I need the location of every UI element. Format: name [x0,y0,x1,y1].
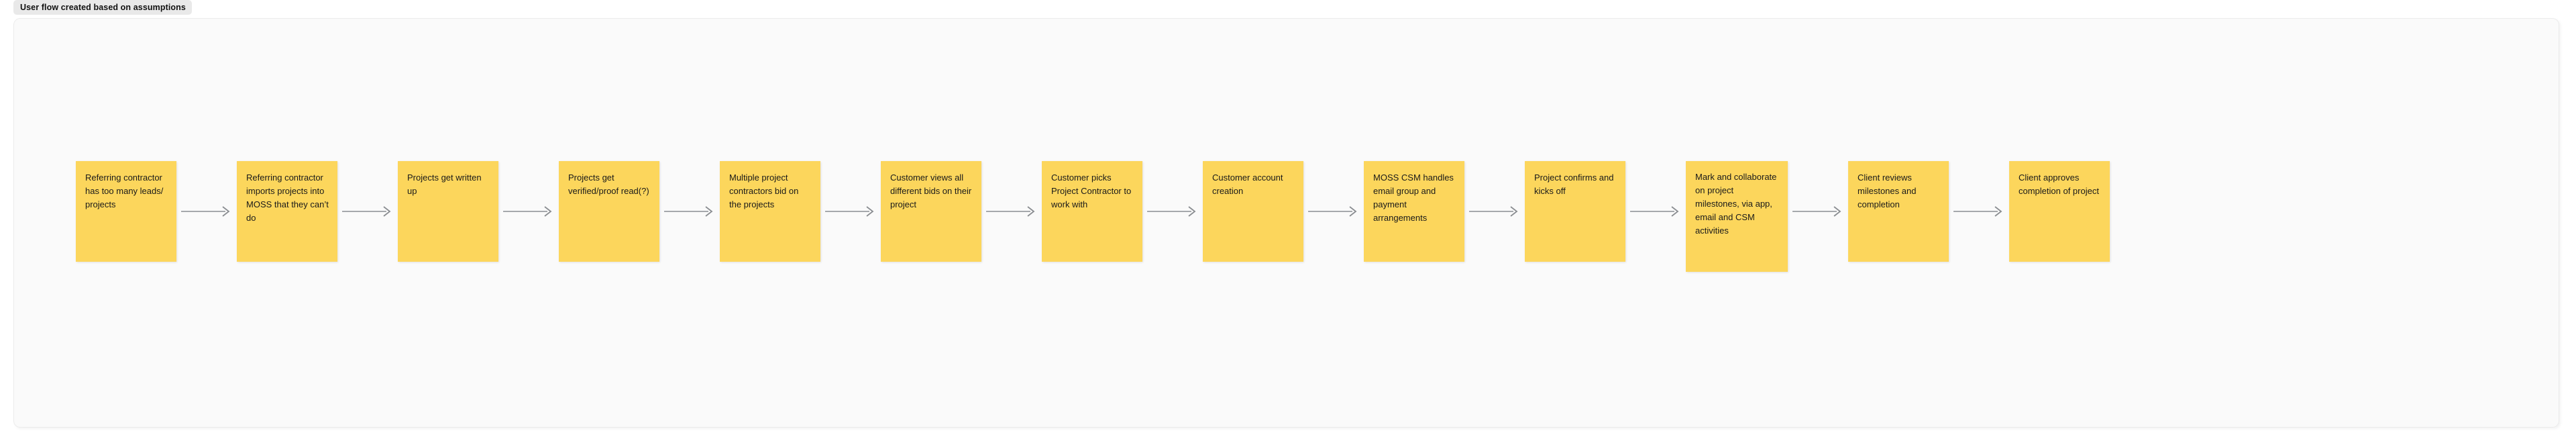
flow-sequence: Referring contractor has too many leads/… [76,161,2110,275]
flow-node-1[interactable]: Referring contractor has too many leads/… [76,161,176,262]
flow-node-5[interactable]: Multiple project contractors bid on the … [720,161,820,262]
flow-connector-4 [659,161,720,262]
flow-title-tag: User flow created based on assumptions [13,0,192,15]
flow-connector-2 [337,161,398,262]
flow-node-9[interactable]: MOSS CSM handles email group and payment… [1364,161,1464,262]
flow-node-12[interactable]: Client reviews milestones and completion [1848,161,1949,262]
flow-node-6[interactable]: Customer views all different bids on the… [881,161,981,262]
flow-connector-3 [498,161,559,262]
flow-node-4[interactable]: Projects get verified/proof read(?) [559,161,659,262]
flow-connector-1 [176,161,237,262]
flow-node-2[interactable]: Referring contractor imports projects in… [237,161,337,262]
flow-node-13[interactable]: Client approves completion of project [2009,161,2110,262]
flow-connector-9 [1464,161,1525,262]
flow-node-3[interactable]: Projects get written up [398,161,498,262]
flow-connector-12 [1949,161,2009,262]
flow-node-7[interactable]: Customer picks Project Contractor to wor… [1042,161,1142,262]
flow-node-8[interactable]: Customer account creation [1203,161,1303,262]
flow-node-11[interactable]: Mark and collaborate on project mileston… [1686,161,1788,272]
flow-connector-6 [981,161,1042,262]
flow-connector-10 [1625,161,1686,262]
flow-node-10[interactable]: Project confirms and kicks off [1525,161,1625,262]
flow-connector-11 [1788,161,1848,262]
flow-connector-5 [820,161,881,262]
flow-connector-8 [1303,161,1364,262]
flow-connector-7 [1142,161,1203,262]
